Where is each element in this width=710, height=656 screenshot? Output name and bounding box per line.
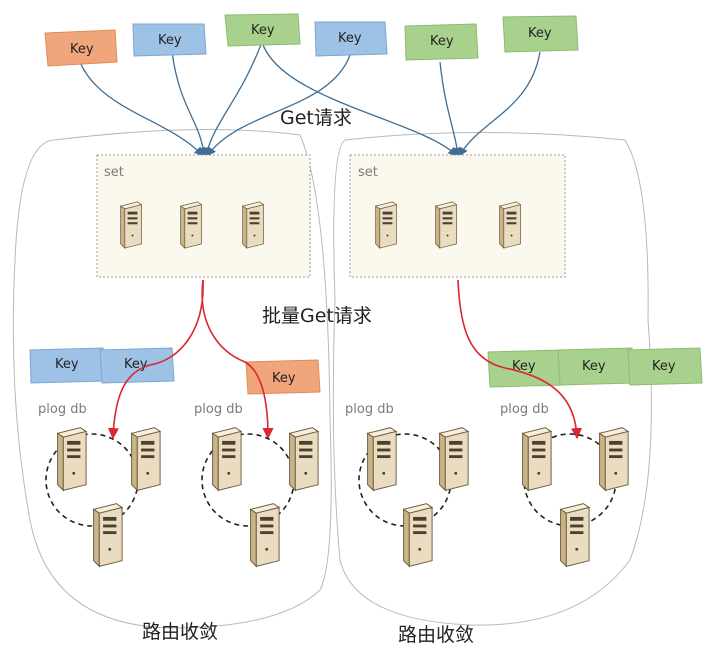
plog-db-cluster: plog db bbox=[194, 402, 319, 567]
batch-keys-left: Key Key Key bbox=[29, 347, 321, 395]
plog-db-cluster: plog db bbox=[345, 402, 469, 567]
plog-db-label: plog db bbox=[194, 402, 243, 417]
key-label: Key bbox=[272, 371, 296, 386]
plog-db-label: plog db bbox=[38, 402, 87, 417]
batch-get-request-label: 批量Get请求 bbox=[262, 305, 372, 327]
server-icon bbox=[250, 503, 280, 567]
server-icon bbox=[560, 503, 590, 567]
set-label: set bbox=[358, 165, 378, 180]
plog-db-cluster: plog db bbox=[38, 402, 161, 567]
key-tag-green: Key bbox=[224, 13, 301, 47]
get-arrows bbox=[79, 41, 541, 157]
server-icon bbox=[120, 201, 143, 249]
key-label: Key bbox=[338, 31, 362, 46]
batch-keys-right: Key Key Key bbox=[487, 347, 703, 388]
key-tag-orange: Key bbox=[44, 29, 118, 67]
key-tag-green: Key bbox=[502, 15, 579, 53]
key-label: Key bbox=[124, 357, 148, 372]
server-icon bbox=[131, 427, 161, 491]
server-icon bbox=[242, 201, 265, 249]
server-icon bbox=[180, 201, 203, 249]
key-tag-blue: Key bbox=[132, 23, 207, 57]
left-region-outline bbox=[12, 129, 332, 629]
right-region-outline bbox=[332, 132, 652, 626]
plog-db-label: plog db bbox=[345, 402, 394, 417]
plog-db-label: plog db bbox=[500, 402, 549, 417]
key-label: Key bbox=[55, 357, 79, 372]
key-label: Key bbox=[158, 33, 182, 48]
server-icon bbox=[367, 427, 397, 491]
left-set-box: set bbox=[96, 154, 311, 278]
server-icon bbox=[57, 427, 87, 491]
key-label: Key bbox=[251, 23, 275, 38]
plog-db-cluster: plog db bbox=[500, 402, 629, 567]
server-icon bbox=[403, 503, 433, 567]
key-label: Key bbox=[70, 42, 94, 57]
server-icon bbox=[435, 201, 458, 249]
batch-arrows bbox=[107, 279, 583, 440]
server-icon bbox=[599, 427, 629, 491]
key-label: Key bbox=[430, 34, 454, 49]
server-icon bbox=[522, 427, 552, 491]
key-label: Key bbox=[582, 359, 606, 374]
get-request-label: Get请求 bbox=[280, 107, 352, 129]
server-icon bbox=[212, 427, 242, 491]
key-label: Key bbox=[512, 359, 536, 374]
server-icon bbox=[499, 201, 522, 249]
right-set-box: set bbox=[349, 154, 566, 278]
key-label: Key bbox=[528, 26, 552, 41]
route-converge-label-left: 路由收敛 bbox=[142, 621, 218, 643]
key-label: Key bbox=[652, 359, 676, 374]
top-key-tags: Key Key Key Key Key Key bbox=[44, 13, 579, 67]
server-icon bbox=[93, 503, 123, 567]
server-icon bbox=[439, 427, 469, 491]
server-icon bbox=[289, 427, 319, 491]
server-icon bbox=[375, 201, 398, 249]
key-tag-green: Key bbox=[404, 23, 479, 61]
key-tag-blue: Key bbox=[314, 21, 388, 57]
set-label: set bbox=[104, 165, 124, 180]
route-converge-label-right: 路由收敛 bbox=[398, 624, 474, 646]
